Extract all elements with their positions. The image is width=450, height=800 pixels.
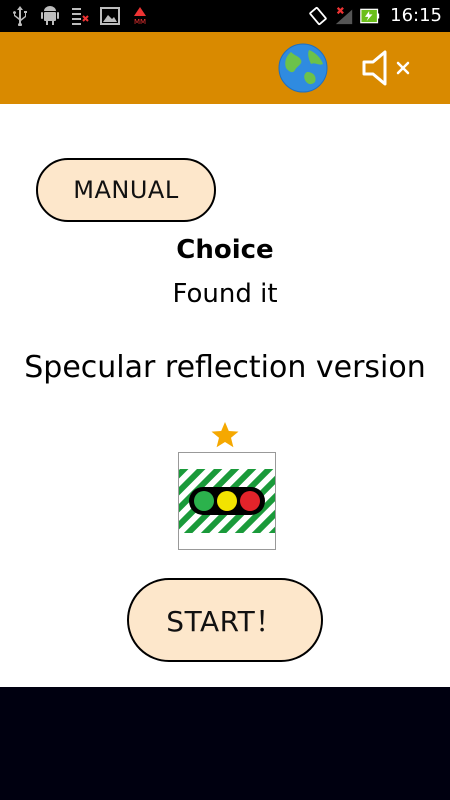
mute-sound-button[interactable] (360, 48, 418, 88)
rotate-icon (308, 6, 328, 26)
traffic-light-icon (179, 469, 275, 533)
battery-charging-icon (360, 6, 380, 26)
app-toolbar (0, 32, 450, 104)
android-icon (40, 6, 60, 26)
svg-text:MM: MM (134, 18, 146, 26)
status-bar: MM 16:15 (0, 0, 450, 32)
data-icon (70, 6, 90, 26)
clock: 16:15 (390, 5, 442, 26)
usb-icon (10, 6, 30, 26)
main-content: MANUAL Choice Found it Specular reflecti… (0, 104, 450, 687)
puzzle-thumbnail[interactable] (178, 452, 276, 550)
start-button[interactable]: START！ (127, 578, 323, 662)
navigation-bar-area (0, 687, 450, 800)
globe-icon[interactable] (277, 42, 329, 94)
mm-icon: MM (130, 6, 150, 26)
star-icon (210, 420, 240, 450)
image-icon (100, 6, 120, 26)
version-text: Specular reflection version (24, 350, 426, 385)
choice-title: Choice (176, 235, 274, 265)
found-text: Found it (172, 279, 278, 309)
signal-blocked-icon (334, 6, 354, 26)
manual-button[interactable]: MANUAL (36, 158, 216, 222)
